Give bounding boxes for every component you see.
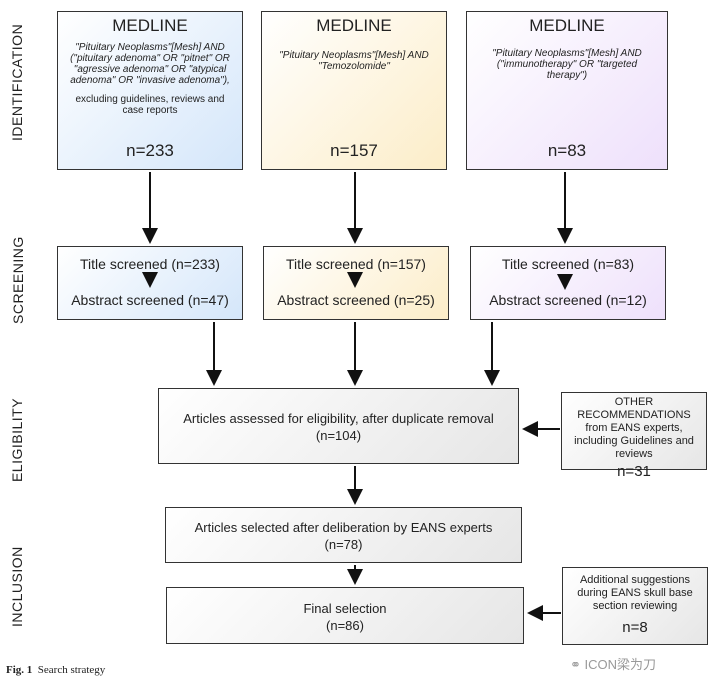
medline-query: "Pituitary Neoplasms"[Mesh] AND ("immuno… <box>492 48 642 81</box>
medline-count: n=83 <box>547 141 587 160</box>
eligibility-box: Articles assessed for eligibility, after… <box>158 388 519 464</box>
watermark-text: ICON梁为刀 <box>584 657 657 672</box>
other-recommendations-box: OTHER RECOMMENDATIONS from EANS experts,… <box>561 392 707 480</box>
wechat-icon: ⚭ <box>570 657 581 672</box>
figure-caption: Fig. 1 Search strategy <box>6 664 105 676</box>
additional-count: n=8 <box>622 619 648 636</box>
medline-title: MEDLINE <box>112 16 188 35</box>
title-screened: Title screened (n=233) <box>80 256 220 272</box>
medline-query: "Pituitary Neoplasms"[Mesh] AND "Temozol… <box>279 50 429 72</box>
abstract-screened: Abstract screened (n=47) <box>71 292 229 308</box>
selected-box: Articles selected after deliberation by … <box>165 507 522 563</box>
medline-query: "Pituitary Neoplasms"[Mesh] AND ("pituit… <box>70 42 230 86</box>
watermark: ⚭ ICON梁为刀 <box>570 654 656 673</box>
caption-text: Search strategy <box>37 664 106 676</box>
medline-box-1: MEDLINE "Pituitary Neoplasms"[Mesh] AND … <box>57 11 243 170</box>
other-count: n=31 <box>617 463 651 480</box>
additional-suggestions-box: Additional suggestions during EANS skull… <box>562 567 708 645</box>
medline-title: MEDLINE <box>316 16 392 35</box>
screening-box-2: Title screened (n=157) Abstract screened… <box>263 246 449 320</box>
abstract-screened: Abstract screened (n=25) <box>277 292 435 308</box>
title-screened: Title screened (n=83) <box>501 256 635 272</box>
final-text: Final selection <box>303 601 387 616</box>
medline-title: MEDLINE <box>529 16 605 35</box>
final-count: (n=86) <box>326 618 364 633</box>
eligibility-text: Articles assessed for eligibility, after… <box>183 411 494 426</box>
medline-count: n=157 <box>330 141 378 160</box>
medline-box-3: MEDLINE "Pituitary Neoplasms"[Mesh] AND … <box>466 11 668 170</box>
final-box: Final selection (n=86) <box>166 587 524 644</box>
other-text: OTHER RECOMMENDATIONS from EANS experts,… <box>574 396 694 460</box>
abstract-screened: Abstract screened (n=12) <box>489 292 647 308</box>
title-screened: Title screened (n=157) <box>286 256 426 272</box>
selected-count: (n=78) <box>324 537 363 552</box>
medline-box-2: MEDLINE "Pituitary Neoplasms"[Mesh] AND … <box>261 11 447 170</box>
additional-text: Additional suggestions during EANS skull… <box>577 574 693 612</box>
medline-note: excluding guidelines, reviews and case r… <box>75 94 225 116</box>
medline-count: n=233 <box>126 141 174 160</box>
caption-label: Fig. 1 <box>6 664 33 676</box>
eligibility-count: (n=104) <box>315 428 362 443</box>
selected-text: Articles selected after deliberation by … <box>194 520 493 535</box>
